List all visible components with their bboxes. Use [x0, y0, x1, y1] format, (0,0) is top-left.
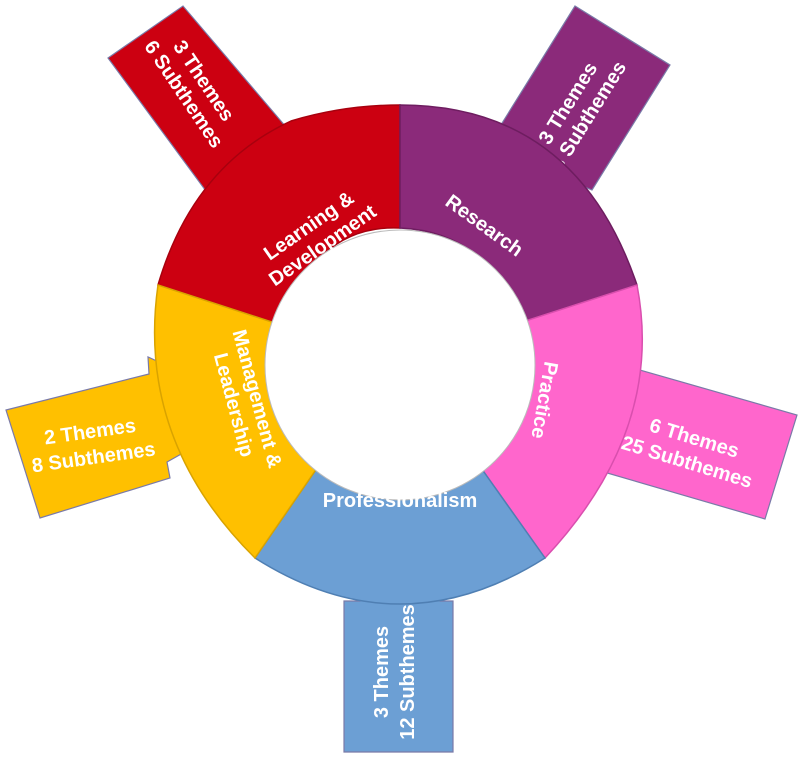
segment-professionalism-label-line1: Professionalism [323, 490, 478, 512]
segment-professionalism-label: Professionalism [323, 490, 478, 512]
arrow-management: 2 Themes 8 Subthemes [5, 356, 207, 519]
ring-center-hole [264, 229, 536, 501]
ring [153, 104, 643, 605]
arrow-professionalism-subthemes: 12 Subthemes [397, 604, 419, 740]
arrow-professionalism-themes: 3 Themes [371, 626, 393, 718]
arrow-professionalism: 3 Themes 12 Subthemes [343, 554, 454, 753]
segment-learning [157, 104, 401, 326]
